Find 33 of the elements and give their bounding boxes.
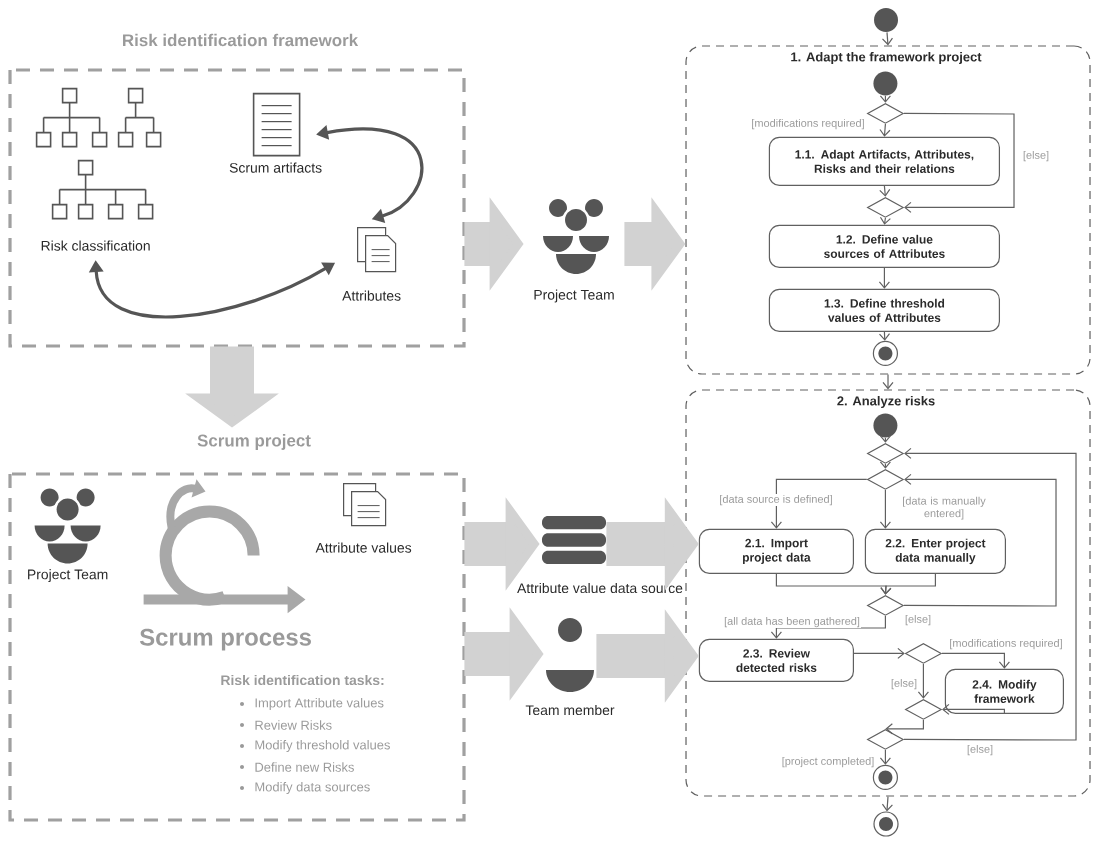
process-title: Scrum process xyxy=(139,628,311,651)
end-dot xyxy=(872,764,898,790)
arrow xyxy=(879,95,891,103)
arrow xyxy=(879,489,891,529)
node-label: Risk identification framework xyxy=(123,33,359,47)
arrow xyxy=(879,216,891,225)
node-label: Scrum project xyxy=(197,434,311,450)
arrow xyxy=(942,703,1005,715)
arrow xyxy=(770,478,868,529)
arrow xyxy=(880,573,936,595)
start-dot xyxy=(873,71,898,96)
start-dot xyxy=(874,8,898,32)
end-dot xyxy=(873,811,899,837)
arrow xyxy=(881,31,894,46)
arrow xyxy=(878,331,891,341)
arrow xyxy=(879,749,891,765)
arrow xyxy=(903,447,1077,741)
arrow xyxy=(885,719,924,735)
arrow xyxy=(881,796,893,812)
arrow xyxy=(941,652,1010,669)
arrow xyxy=(770,615,886,639)
arrow xyxy=(903,112,1015,213)
arrow xyxy=(879,461,891,469)
arrow xyxy=(882,374,894,390)
arrow xyxy=(853,647,905,659)
arrow xyxy=(879,185,891,197)
arrow xyxy=(878,267,890,289)
start-dot xyxy=(873,413,898,438)
end-dot xyxy=(872,340,898,366)
arrow xyxy=(879,123,891,137)
arrow xyxy=(917,663,929,699)
arrow xyxy=(903,473,1057,607)
arrow xyxy=(879,435,891,443)
